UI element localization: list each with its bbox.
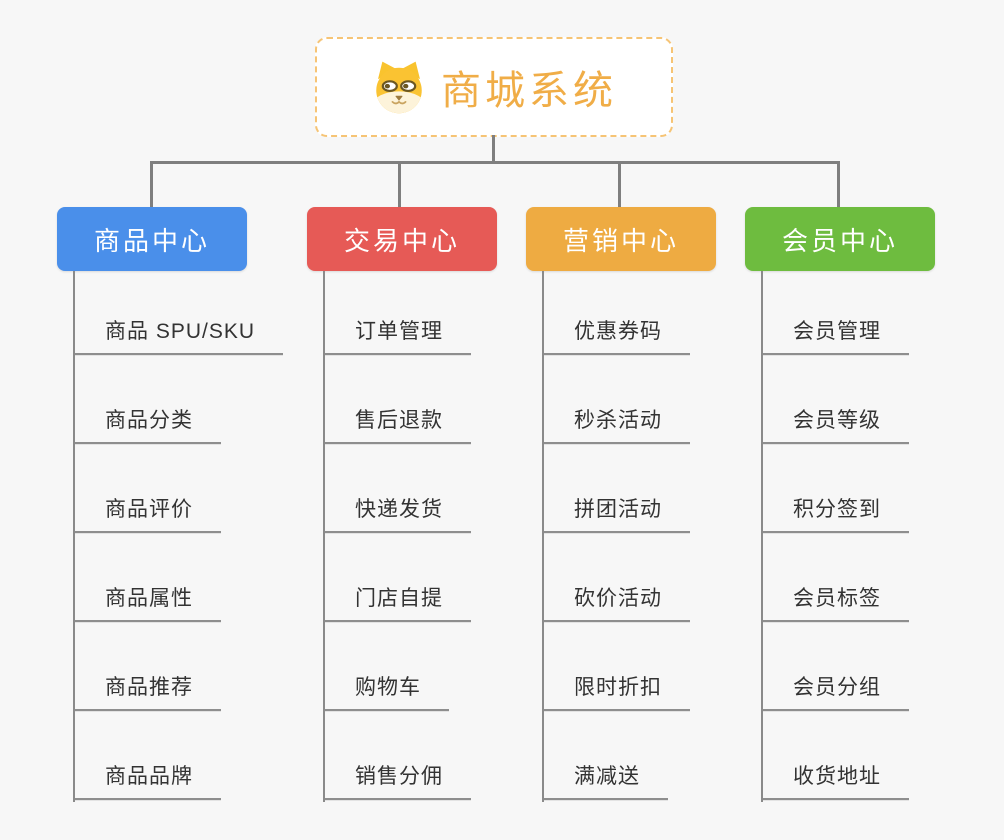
connector-drop-product xyxy=(150,164,153,207)
leaf-node[interactable]: 购物车 xyxy=(323,677,449,711)
connector-root-stem xyxy=(492,135,495,164)
branch-node-marketing-center[interactable]: 营销中心 xyxy=(526,207,716,271)
root-node[interactable]: 商城系统 xyxy=(315,37,673,137)
branch-node-product-center[interactable]: 商品中心 xyxy=(57,207,247,271)
leaf-node[interactable]: 商品属性 xyxy=(73,588,221,622)
leaf-node[interactable]: 秒杀活动 xyxy=(542,410,690,444)
connector-branch-spine xyxy=(761,271,763,802)
leaf-node[interactable]: 满减送 xyxy=(542,766,668,800)
root-title: 商城系统 xyxy=(441,69,617,113)
connector-drop-marketing xyxy=(618,164,621,207)
leaf-node[interactable]: 门店自提 xyxy=(323,588,471,622)
leaf-node[interactable]: 快递发货 xyxy=(323,499,471,533)
leaf-node[interactable]: 拼团活动 xyxy=(542,499,690,533)
connector-drop-trade xyxy=(398,164,401,207)
connector-branch-spine xyxy=(73,271,75,802)
leaf-node[interactable]: 积分签到 xyxy=(761,499,909,533)
connector-drop-member xyxy=(837,164,840,207)
leaf-node[interactable]: 商品推荐 xyxy=(73,677,221,711)
leaf-node[interactable]: 订单管理 xyxy=(323,321,471,355)
leaf-node[interactable]: 优惠券码 xyxy=(542,321,690,355)
connector-horizontal-rail xyxy=(150,161,840,164)
leaf-node[interactable]: 会员分组 xyxy=(761,677,909,711)
leaf-node[interactable]: 销售分佣 xyxy=(323,766,471,800)
leaf-node[interactable]: 会员标签 xyxy=(761,588,909,622)
leaf-node[interactable]: 收货地址 xyxy=(761,766,909,800)
branch-node-trade-center[interactable]: 交易中心 xyxy=(307,207,497,271)
leaf-node[interactable]: 会员等级 xyxy=(761,410,909,444)
leaf-node[interactable]: 砍价活动 xyxy=(542,588,690,622)
connector-branch-spine xyxy=(323,271,325,802)
branch-node-member-center[interactable]: 会员中心 xyxy=(745,207,935,271)
leaf-node[interactable]: 售后退款 xyxy=(323,410,471,444)
connector-branch-spine xyxy=(542,271,544,802)
leaf-node[interactable]: 商品 SPU/SKU xyxy=(73,321,284,355)
leaf-node[interactable]: 会员管理 xyxy=(761,321,909,355)
leaf-node[interactable]: 商品品牌 xyxy=(73,766,221,800)
leaf-node[interactable]: 商品评价 xyxy=(73,499,221,533)
shiba-dog-icon xyxy=(376,61,422,114)
leaf-node[interactable]: 限时折扣 xyxy=(542,677,690,711)
leaf-node[interactable]: 商品分类 xyxy=(73,410,221,444)
